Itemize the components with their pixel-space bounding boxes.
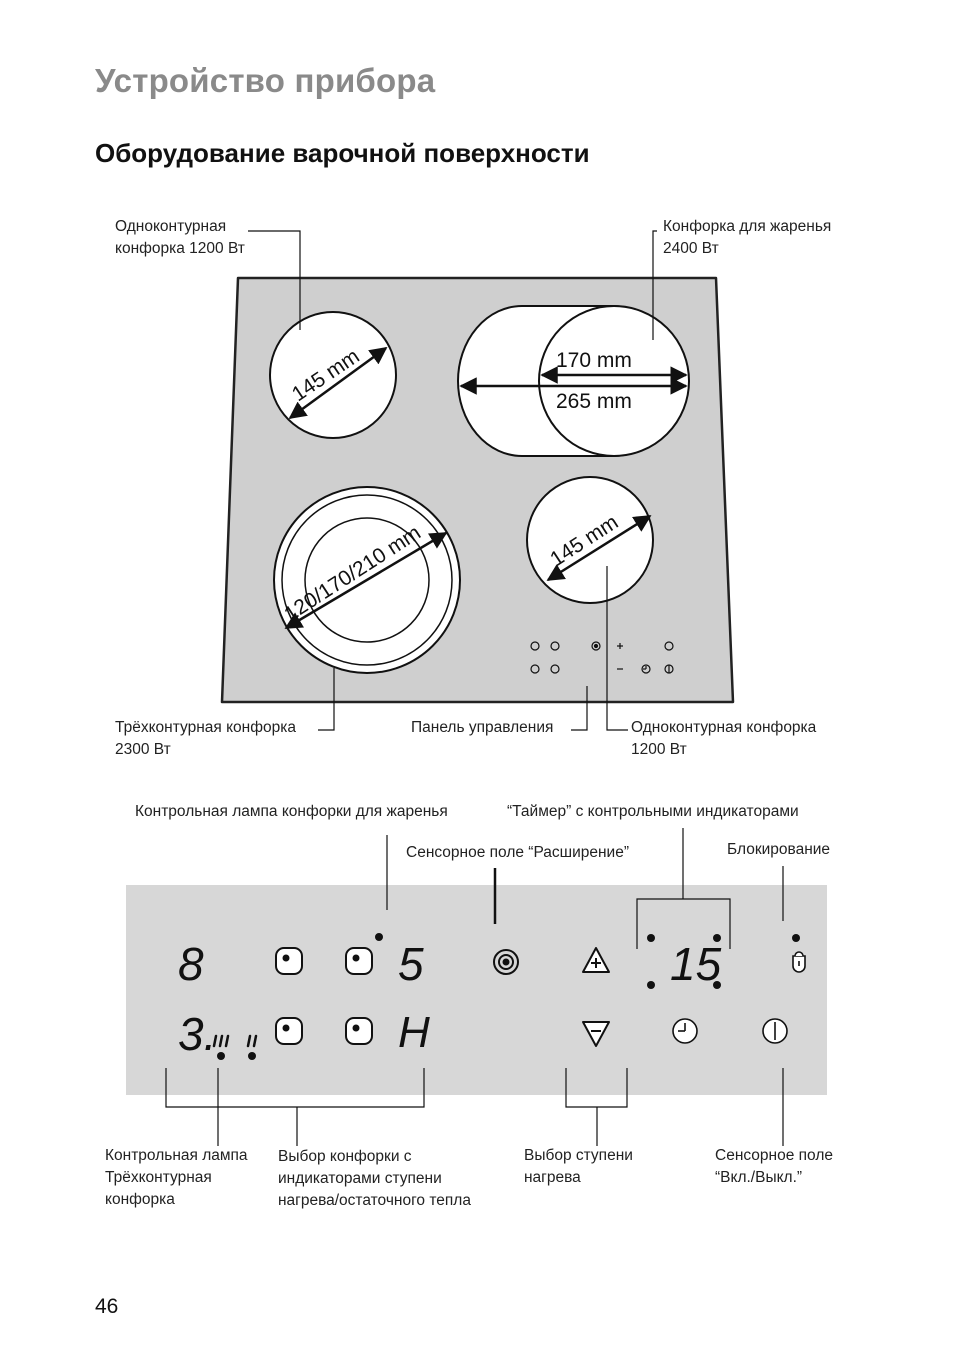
label-triple-line2: 2300 Вт — [115, 741, 171, 758]
page-number: 46 — [95, 1295, 119, 1318]
label-top-right-line2: 2400 Вт — [663, 240, 719, 257]
control-panel — [126, 885, 827, 1095]
label-triple-lamp-line3: конфорка — [105, 1191, 175, 1208]
label-onoff-line2: “Вкл./Выкл.” — [715, 1169, 803, 1186]
timer-clock-icon — [672, 1018, 698, 1044]
zone-roast-inner-dim: 170 mm — [556, 349, 632, 372]
label-heat-select-line2: нагрева — [524, 1169, 581, 1186]
zone-select-top-left-button — [275, 947, 303, 975]
label-heat-select-line1: Выбор ступени — [524, 1147, 633, 1164]
label-top-right-zone: Конфорка для жаренья 2400 Вт — [663, 216, 831, 260]
zone-triple-mid — [281, 494, 453, 666]
display-timer: 15 — [670, 938, 722, 990]
minus-triangle-icon — [582, 1021, 610, 1047]
label-top-left-line2: конфорка 1200 Вт — [115, 240, 245, 257]
label-triple-lamp-line2: Трёхконтурная — [105, 1169, 212, 1186]
zone-select-bottom-left-button — [275, 1017, 303, 1045]
plus-triangle-icon — [582, 947, 610, 973]
lock-key-icon — [792, 951, 806, 973]
label-timer: “Таймер” с контрольными индикаторами — [507, 803, 799, 820]
label-zone-select-line3: нагрева/остаточного тепла — [278, 1192, 471, 1209]
label-lock: Блокирование — [727, 841, 831, 858]
display-right-top: 5 — [398, 938, 424, 990]
display-right-bottom: H — [398, 1008, 430, 1057]
power-icon — [762, 1018, 788, 1044]
label-onoff: Сенсорное поле “Вкл./Выкл.” — [715, 1145, 833, 1189]
display-left-bottom: 3. — [178, 1008, 216, 1060]
label-bottom-right-zone: Одноконтурная конфорка 1200 Вт — [631, 717, 816, 761]
label-top-left-line1: Одноконтурная — [115, 218, 227, 235]
mini-control-panel — [530, 641, 674, 674]
label-bottom-right-line1: Одноконтурная конфорка — [631, 719, 817, 736]
section-title: Оборудование варочной поверхности — [95, 138, 590, 168]
label-zone-select-line1: Выбор конфорки с — [278, 1148, 412, 1165]
label-control-panel: Панель управления — [411, 719, 554, 736]
label-zone-select-line2: индикаторами ступени — [278, 1170, 442, 1187]
zone-select-top-right-button — [345, 947, 373, 975]
page-title: Устройство прибора — [95, 62, 436, 99]
label-triple-lamp: Контрольная лампа Трёхконтурная конфорка — [105, 1145, 248, 1211]
label-onoff-line1: Сенсорное поле — [715, 1147, 833, 1164]
label-top-left-zone: Одноконтурная конфорка 1200 Вт — [115, 216, 245, 260]
label-roast-lamp: Контрольная лампа конфорки для жаренья — [135, 803, 448, 820]
label-heat-select: Выбор ступени нагрева — [524, 1145, 633, 1189]
expand-rings-icon — [493, 949, 519, 975]
label-triple-zone: Трёхконтурная конфорка 2300 Вт — [115, 717, 296, 761]
zone-roast-inner — [538, 305, 690, 457]
label-triple-line1: Трёхконтурная конфорка — [115, 719, 296, 736]
display-left-top: 8 — [178, 938, 204, 990]
label-top-right-line1: Конфорка для жаренья — [663, 218, 832, 235]
label-bottom-right-line2: 1200 Вт — [631, 741, 687, 758]
label-expand-field: Сенсорное поле “Расширение” — [406, 844, 629, 861]
zone-select-bottom-right-button — [345, 1017, 373, 1045]
label-zone-select: Выбор конфорки с индикаторами ступени на… — [278, 1146, 471, 1212]
label-triple-lamp-line1: Контрольная лампа — [105, 1147, 248, 1164]
zone-roast-outer-dim: 265 mm — [556, 390, 632, 413]
